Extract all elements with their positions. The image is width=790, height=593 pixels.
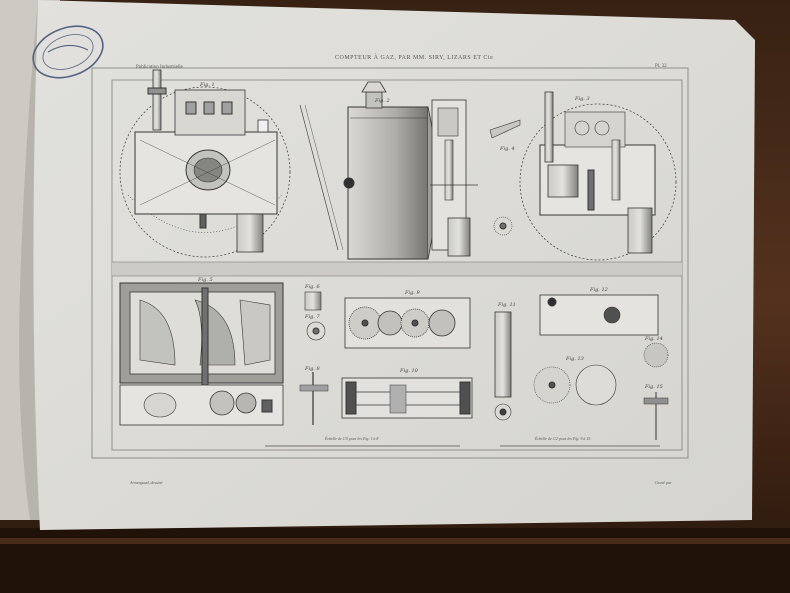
fig-label-7: Fig. 7 bbox=[304, 314, 320, 320]
fig-label-14: Fig. 14 bbox=[644, 336, 663, 342]
fig-label-12: Fig. 12 bbox=[589, 287, 608, 293]
gear-train-drawing bbox=[341, 297, 473, 419]
fig-label-4: Fig. 4 bbox=[499, 146, 515, 152]
fig-label-1: Fig. 1 bbox=[199, 82, 215, 88]
collector-stamp bbox=[32, 25, 104, 79]
figure-1-drawing bbox=[119, 69, 291, 258]
plate-title: COMPTEUR À GAZ, PAR MM. SIRY, LIZARS ET … bbox=[335, 55, 494, 61]
plate-number: Pl. 32 bbox=[655, 64, 667, 69]
figure-2-drawing bbox=[299, 81, 478, 260]
fig-label-10: Fig. 10 bbox=[399, 368, 419, 374]
page-gutter-shadow bbox=[19, 0, 60, 520]
scale-caption-right: Échelle de 1/2 pour les Fig. 9 à 15 bbox=[535, 436, 591, 441]
fig-label-5: Fig. 5 bbox=[197, 277, 213, 283]
fig-label-2: Fig. 2 bbox=[374, 98, 390, 104]
fig-label-11: Fig. 11 bbox=[497, 302, 516, 308]
fig-label-3: Fig. 3 bbox=[574, 96, 590, 102]
figure-3-drawing bbox=[519, 91, 677, 261]
fig-label-9: Fig. 9 bbox=[404, 290, 420, 296]
table-edge-highlight bbox=[0, 538, 790, 544]
small-figures-middle bbox=[299, 291, 329, 425]
figures-lower-right-drawing bbox=[494, 294, 669, 440]
section-divider bbox=[112, 262, 682, 276]
fig-label-6: Fig. 6 bbox=[304, 284, 320, 290]
fig-label-15: Fig. 15 bbox=[644, 384, 663, 390]
engraver-credit: Gravé par bbox=[655, 480, 672, 485]
scale-caption-left: Échelle de 1/5 pour les Fig. 1 à 8 bbox=[325, 436, 379, 441]
draftsman-credit: Armengaud, dessiné bbox=[130, 480, 163, 485]
plate-frame-outer bbox=[91, 67, 689, 459]
figure-5-drawing bbox=[119, 282, 284, 426]
fig-label-13: Fig. 13 bbox=[565, 356, 584, 362]
publication-name: Publication Industrielle bbox=[136, 65, 183, 70]
small-figures-upper bbox=[489, 119, 521, 236]
fig-label-8: Fig. 8 bbox=[304, 366, 320, 372]
